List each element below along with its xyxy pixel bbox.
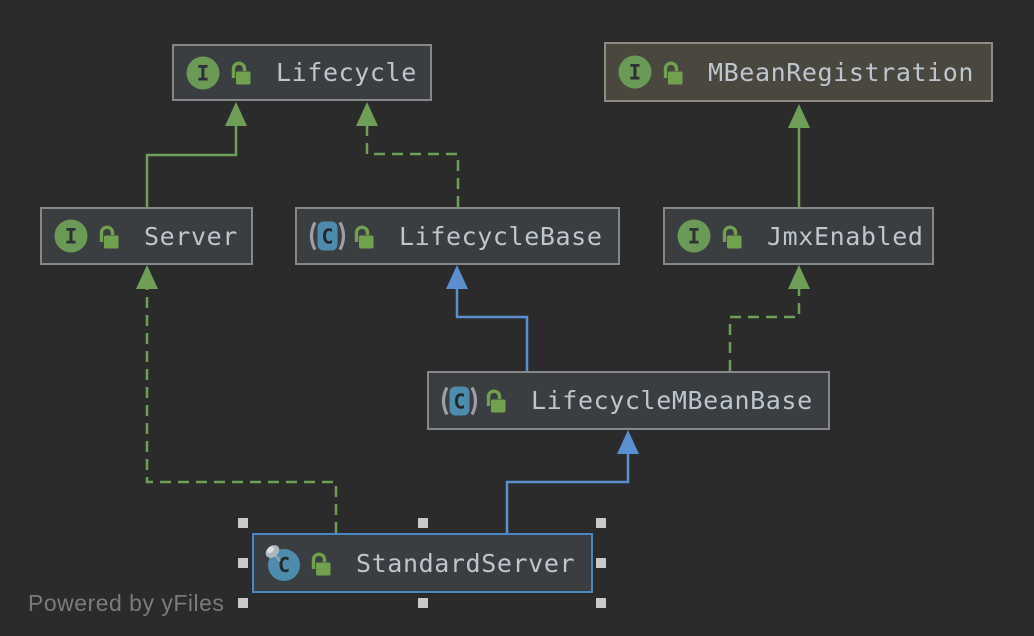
selection-handle-bottom-left[interactable] [238,598,248,608]
abstract-class-icon: C [307,216,346,256]
class-node-lifecyclebase[interactable]: C LifecycleBase [295,207,620,265]
unlocked-lock-icon [351,223,375,250]
class-name-label: LifecycleMBeanBase [531,386,813,415]
selection-handle-middle-left[interactable] [238,558,248,568]
svg-text:C: C [453,389,465,413]
class-node-lifecyclembeanbase[interactable]: C LifecycleMBeanBase [427,371,830,430]
class-node-server[interactable]: I Server [40,207,253,265]
interface-icon: I [52,216,90,256]
class-name-label: MBeanRegistration [708,57,975,87]
class-icon: C [264,543,302,583]
edge-jmxenabled-extends-mbeanregistration[interactable] [788,104,810,207]
unlocked-lock-icon [660,59,684,86]
class-name-label: LifecycleBase [399,221,603,251]
svg-text:C: C [278,553,290,577]
unlocked-lock-icon [719,223,743,250]
unlocked-lock-icon [228,59,252,86]
yfiles-watermark: Powered by yFiles [28,590,225,616]
edge-arrowhead [788,265,810,289]
edge-line [505,454,630,533]
class-name-label: Lifecycle [276,58,417,87]
edge-standardserver-extends-lifecyclembeanbase[interactable] [505,430,639,533]
selection-handle-top-middle[interactable] [418,518,428,528]
class-name-label: StandardServer [356,548,576,578]
abstract-class-icon: C [439,381,478,421]
edge-lifecyclembeanbase-extends-lifecyclebase[interactable] [446,265,529,371]
svg-text:I: I [65,225,78,249]
svg-text:C: C [321,225,333,249]
interface-icon: I [184,53,222,93]
edge-line [728,289,801,371]
edge-arrowhead [446,265,468,289]
selection-handle-bottom-middle[interactable] [418,598,428,608]
edge-line [145,289,338,533]
edge-arrowhead [356,102,378,126]
edge-server-extends-lifecycle[interactable] [145,102,247,207]
class-name-label: JmxEnabled [767,221,924,251]
edge-arrowhead [225,102,247,126]
edge-arrowhead [617,430,639,454]
selection-handle-top-left[interactable] [238,518,248,528]
class-node-lifecycle[interactable]: I Lifecycle [172,44,432,101]
edge-lifecyclembeanbase-implements-jmxenabled[interactable] [728,265,810,371]
svg-text:I: I [688,225,701,249]
selection-handle-middle-right[interactable] [596,558,606,568]
unlocked-lock-icon [308,550,332,577]
edge-line [145,126,238,207]
edge-line [365,126,460,207]
svg-text:I: I [629,61,642,85]
unlocked-lock-icon [483,387,507,414]
selection-handle-top-right[interactable] [596,518,606,528]
interface-icon: I [616,52,654,92]
svg-text:I: I [197,61,210,85]
class-node-standardserver[interactable]: C StandardServer [252,533,593,593]
selection-handle-bottom-right[interactable] [596,598,606,608]
unlocked-lock-icon [96,223,120,250]
pin-icon [265,545,281,562]
edge-standardserver-implements-server[interactable] [136,265,338,533]
class-node-mbeanregistration[interactable]: I MBeanRegistration [604,42,993,102]
edge-line [455,289,529,371]
edge-lifecyclebase-implements-lifecycle[interactable] [356,102,460,207]
interface-icon: I [675,216,713,256]
edge-arrowhead [136,265,158,289]
edge-arrowhead [788,104,810,128]
class-name-label: Server [144,221,238,251]
class-node-jmxenabled[interactable]: I JmxEnabled [663,207,934,265]
